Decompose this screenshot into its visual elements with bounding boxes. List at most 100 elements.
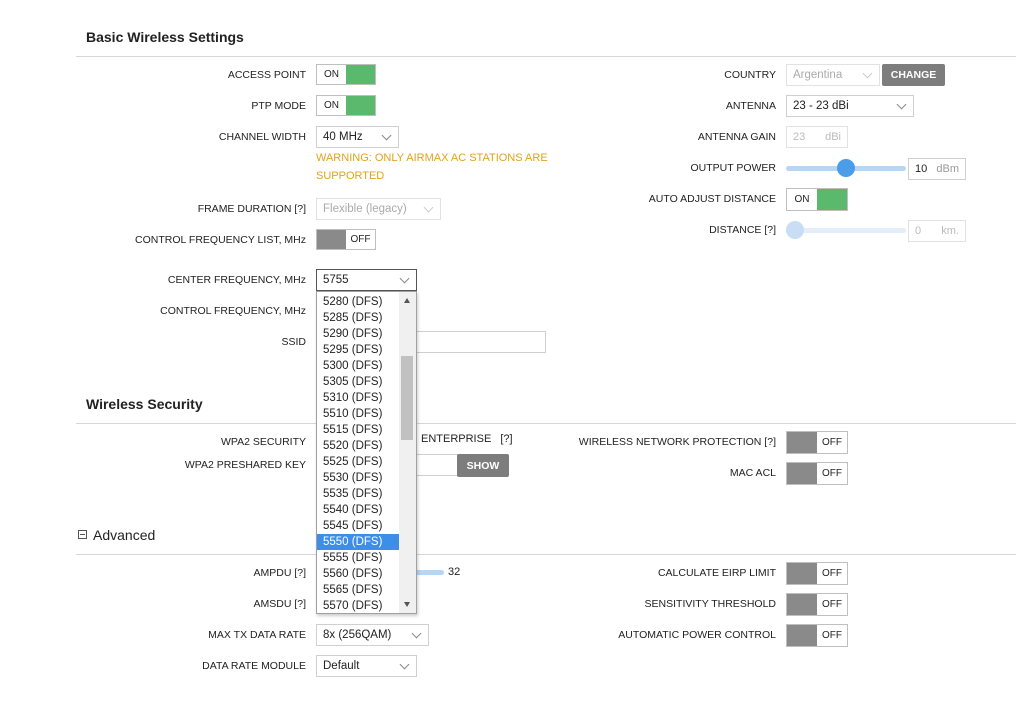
center-frequency-select[interactable]: 5755	[316, 269, 417, 291]
advanced-title[interactable]: Advanced	[93, 527, 156, 543]
scroll-down-arrow-icon[interactable]	[404, 602, 410, 607]
calc-eirp-toggle[interactable]: OFF	[786, 562, 848, 585]
toggle-state-text: OFF	[822, 568, 842, 579]
toggle-state-text: OFF	[822, 630, 842, 641]
output-power-unit: dBm	[936, 163, 959, 175]
change-country-button[interactable]: CHANGE	[882, 64, 945, 86]
ptp-mode-toggle[interactable]: ON	[316, 95, 376, 116]
dropdown-option[interactable]: 5555 (DFS)	[323, 552, 383, 564]
chevron-down-icon	[399, 659, 410, 670]
amsdu-label: AMSDU [?]	[253, 598, 306, 610]
distance-label: DISTANCE [?]	[709, 224, 776, 236]
frame-duration-label: FRAME DURATION [?]	[197, 203, 306, 215]
auto-power-control-toggle[interactable]: OFF	[786, 624, 848, 647]
dropdown-option[interactable]: 5565 (DFS)	[323, 584, 383, 596]
frame-duration-select: Flexible (legacy)	[316, 198, 441, 220]
collapse-icon[interactable]	[78, 530, 87, 539]
auto-power-control-label: AUTOMATIC POWER CONTROL	[618, 629, 776, 641]
control-frequency-label: CONTROL FREQUENCY, MHz	[160, 305, 306, 317]
data-rate-module-label: DATA RATE MODULE	[202, 660, 306, 672]
toggle-state-text: ON	[794, 194, 810, 205]
antenna-gain-unit: dBi	[825, 131, 841, 143]
dropdown-option[interactable]: 5520 (DFS)	[323, 440, 383, 452]
toggle-on-indicator	[817, 189, 847, 210]
scroll-up-arrow-icon[interactable]	[404, 298, 410, 303]
dropdown-option[interactable]: 5525 (DFS)	[323, 456, 383, 468]
sensitivity-threshold-toggle[interactable]: OFF	[786, 593, 848, 616]
toggle-off-indicator	[787, 563, 817, 584]
dropdown-option[interactable]: 5550 (DFS)	[317, 534, 399, 550]
dropdown-option[interactable]: 5290 (DFS)	[323, 328, 383, 340]
ampdu-label: AMPDU [?]	[253, 567, 306, 579]
advanced-divider	[76, 554, 1016, 555]
chevron-down-icon	[862, 68, 873, 79]
select-value: 40 MHz	[323, 131, 363, 143]
chevron-down-icon	[381, 130, 392, 141]
wpa2-enterprise-option[interactable]: ENTERPRISE [?]	[421, 433, 513, 445]
toggle-state-text: OFF	[822, 468, 842, 479]
dropdown-option[interactable]: 5540 (DFS)	[323, 504, 383, 516]
access-point-label: ACCESS POINT	[227, 69, 306, 81]
mac-acl-label: MAC ACL	[729, 467, 776, 479]
calc-eirp-label: CALCULATE EIRP LIMIT	[657, 567, 776, 579]
enterprise-help[interactable]: [?]	[500, 433, 513, 445]
toggle-state-text: OFF	[822, 437, 842, 448]
enterprise-label: ENTERPRISE	[421, 433, 492, 445]
dropdown-option[interactable]: 5295 (DFS)	[323, 344, 383, 356]
output-power-input[interactable]: 10 dBm	[908, 158, 966, 180]
toggle-state-text: OFF	[350, 234, 371, 245]
dropdown-option[interactable]: 5530 (DFS)	[323, 472, 383, 484]
dropdown-option[interactable]: 5560 (DFS)	[323, 568, 383, 580]
center-frequency-dropdown-list[interactable]: 5280 (DFS) 5285 (DFS) 5290 (DFS) 5295 (DFS)…	[316, 291, 417, 614]
country-label: COUNTRY	[724, 69, 776, 81]
antenna-gain-value: 23	[793, 131, 806, 143]
dropdown-option[interactable]: 5280 (DFS)	[323, 296, 383, 308]
toggle-on-indicator	[346, 96, 375, 115]
dropdown-scrollbar[interactable]	[399, 292, 416, 613]
chevron-down-icon	[423, 202, 434, 213]
data-rate-module-select[interactable]: Default	[316, 655, 417, 677]
ampdu-value: 32	[448, 566, 461, 578]
center-frequency-label: CENTER FREQUENCY, MHz	[167, 274, 306, 286]
select-value: Argentina	[793, 69, 843, 81]
dropdown-option[interactable]: 5535 (DFS)	[323, 488, 383, 500]
dropdown-option[interactable]: 5305 (DFS)	[323, 376, 383, 388]
auto-adjust-distance-toggle[interactable]: ON	[786, 188, 848, 211]
dropdown-option[interactable]: 5515 (DFS)	[323, 424, 383, 436]
access-point-toggle[interactable]: ON	[316, 64, 376, 85]
dropdown-options: 5280 (DFS) 5285 (DFS) 5290 (DFS) 5295 (DFS)…	[317, 292, 416, 613]
select-value: Default	[323, 660, 360, 672]
antenna-gain-input: 23 dBi	[786, 126, 848, 148]
output-power-slider-thumb[interactable]	[837, 159, 855, 177]
mac-acl-toggle[interactable]: OFF	[786, 462, 848, 485]
show-key-button[interactable]: SHOW	[457, 454, 509, 477]
channel-width-select[interactable]: 40 MHz	[316, 126, 399, 148]
dropdown-option[interactable]: 5510 (DFS)	[323, 408, 383, 420]
select-value: 23 - 23 dBi	[793, 100, 849, 112]
toggle-off-indicator	[787, 594, 817, 615]
antenna-select[interactable]: 23 - 23 dBi	[786, 95, 914, 117]
channel-width-label: CHANNEL WIDTH	[218, 131, 306, 143]
select-value: 8x (256QAM)	[323, 629, 392, 641]
toggle-state-text: ON	[324, 69, 339, 80]
max-tx-rate-select[interactable]: 8x (256QAM)	[316, 624, 429, 646]
dropdown-option[interactable]: 5570 (DFS)	[323, 600, 383, 612]
toggle-off-indicator	[317, 230, 346, 249]
max-tx-rate-label: MAX TX DATA RATE	[208, 629, 306, 641]
wireless-network-protection-toggle[interactable]: OFF	[786, 431, 848, 454]
scrollbar-thumb[interactable]	[401, 356, 413, 440]
airmax-warning: WARNING: ONLY AIRMAX AC STATIONS ARE SUP…	[316, 152, 548, 182]
dropdown-option[interactable]: 5300 (DFS)	[323, 360, 383, 372]
toggle-off-indicator	[787, 463, 817, 484]
dropdown-option[interactable]: 5310 (DFS)	[323, 392, 383, 404]
dropdown-option[interactable]: 5545 (DFS)	[323, 520, 383, 532]
ssid-label: SSID	[281, 336, 306, 348]
toggle-off-indicator	[787, 625, 817, 646]
auto-adjust-distance-label: AUTO ADJUST DISTANCE	[648, 193, 776, 205]
distance-slider-thumb	[786, 221, 804, 239]
control-frequency-list-toggle[interactable]: OFF	[316, 229, 376, 250]
dropdown-option[interactable]: 5285 (DFS)	[323, 312, 383, 324]
output-power-value: 10	[915, 163, 928, 175]
chevron-down-icon	[399, 273, 410, 284]
wpa2-security-label: WPA2 SECURITY	[221, 436, 306, 448]
